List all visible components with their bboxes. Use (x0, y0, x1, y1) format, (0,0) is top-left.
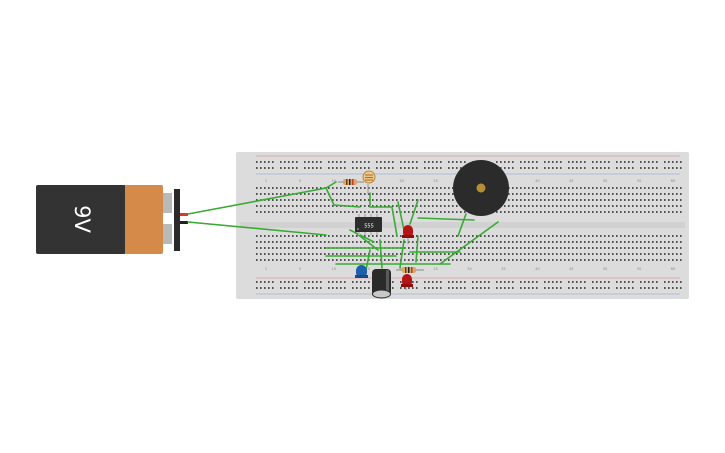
capacitor-stripe (386, 270, 389, 295)
column-number-15-bottom: 15 (366, 267, 370, 271)
wire-17[interactable] (457, 213, 467, 237)
battery-label: 9V (70, 205, 94, 233)
wire-3[interactable] (369, 206, 398, 237)
column-number-25-bottom: 25 (433, 267, 437, 271)
battery-clip (174, 189, 180, 251)
photoresistor[interactable] (362, 170, 376, 194)
column-number-40-bottom: 40 (535, 267, 539, 271)
column-number-10-top: 10 (332, 179, 336, 183)
resistor-1[interactable] (338, 179, 364, 185)
wire-6[interactable] (349, 229, 375, 243)
wire-negative[interactable] (187, 221, 327, 236)
column-number-40-top: 40 (535, 179, 539, 183)
capacitor-top (372, 289, 391, 299)
wire-14[interactable] (399, 239, 405, 269)
resistor-1-band-1 (346, 179, 348, 185)
terminal-row-g[interactable] (256, 241, 682, 243)
column-number-25-top: 25 (433, 179, 437, 183)
column-number-5-bottom: 5 (299, 267, 301, 271)
column-numbers: 1155101015152020252530303535404045455050… (265, 179, 675, 271)
wire-5[interactable] (409, 199, 419, 225)
column-number-5-top: 5 (299, 179, 301, 183)
rail-top-negative[interactable] (256, 167, 682, 169)
negative-lead-tip (180, 221, 188, 224)
wire-7[interactable] (355, 232, 379, 251)
wire-4[interactable] (397, 201, 405, 231)
column-number-20-bottom: 20 (399, 267, 403, 271)
led-red-1[interactable] (402, 225, 414, 244)
column-number-50-top: 50 (603, 179, 607, 183)
column-number-50-bottom: 50 (603, 267, 607, 271)
column-number-45-bottom: 45 (569, 267, 573, 271)
wire-18[interactable] (417, 217, 475, 221)
led-blue-rim (355, 275, 368, 278)
photoresistor-body (362, 170, 376, 184)
positive-lead-tip (180, 213, 188, 216)
battery-body (36, 185, 126, 254)
capacitor[interactable] (372, 269, 391, 299)
led-red-2-body (402, 274, 412, 287)
resistor-1-band-3 (352, 179, 354, 185)
column-number-60-top: 60 (671, 179, 675, 183)
column-number-1-top: 1 (265, 179, 267, 183)
rail-bottom-positive[interactable] (256, 281, 682, 283)
terminal-row-f[interactable] (256, 235, 682, 237)
led-red-1-rim (402, 235, 414, 238)
terminal-row-e[interactable] (256, 211, 682, 213)
column-number-1-bottom: 1 (265, 267, 267, 271)
column-number-60-bottom: 60 (671, 267, 675, 271)
rail-bottom-negative[interactable] (256, 287, 682, 289)
column-number-30-bottom: 30 (467, 267, 471, 271)
column-number-55-bottom: 55 (637, 267, 641, 271)
led-red-2-rim (401, 284, 413, 287)
wire-12[interactable] (379, 239, 383, 269)
terminal-row-c[interactable] (256, 199, 682, 201)
ic-555-notch (357, 228, 359, 230)
resistor-2-band-2 (408, 267, 410, 273)
ic-555[interactable]: 555 (355, 214, 382, 235)
wire-13[interactable] (415, 235, 419, 263)
terminal-row-h[interactable] (256, 247, 682, 249)
led-blue[interactable] (355, 265, 368, 278)
led-blue-body (356, 265, 367, 278)
led-red-2[interactable] (401, 274, 413, 290)
resistor-2-band-1 (405, 267, 407, 273)
resistor-2-band-3 (411, 267, 413, 273)
column-number-20-top: 20 (399, 179, 403, 183)
battery-terminal-bottom (163, 224, 172, 244)
column-number-10-bottom: 10 (332, 267, 336, 271)
ic-555-body (355, 217, 382, 232)
column-number-45-top: 45 (569, 179, 573, 183)
wire-11[interactable] (365, 249, 371, 271)
wire-1[interactable] (325, 187, 361, 208)
resistor-2[interactable] (396, 267, 424, 273)
wires[interactable] (187, 181, 499, 271)
battery-9v[interactable]: 9V (36, 185, 188, 254)
battery-cap (125, 185, 163, 254)
column-number-55-top: 55 (637, 179, 641, 183)
buzzer-center (476, 183, 486, 193)
ic-555-pins (358, 214, 378, 235)
column-number-35-bottom: 35 (501, 267, 505, 271)
led-red-1-body (403, 225, 413, 238)
photoresistor-track (365, 174, 373, 181)
resistor-1-band-2 (349, 179, 351, 185)
wire-16[interactable] (439, 221, 499, 265)
piezo-buzzer[interactable] (453, 160, 509, 216)
ic-555-label: 555 (364, 224, 374, 230)
battery-terminal-top (163, 193, 172, 213)
